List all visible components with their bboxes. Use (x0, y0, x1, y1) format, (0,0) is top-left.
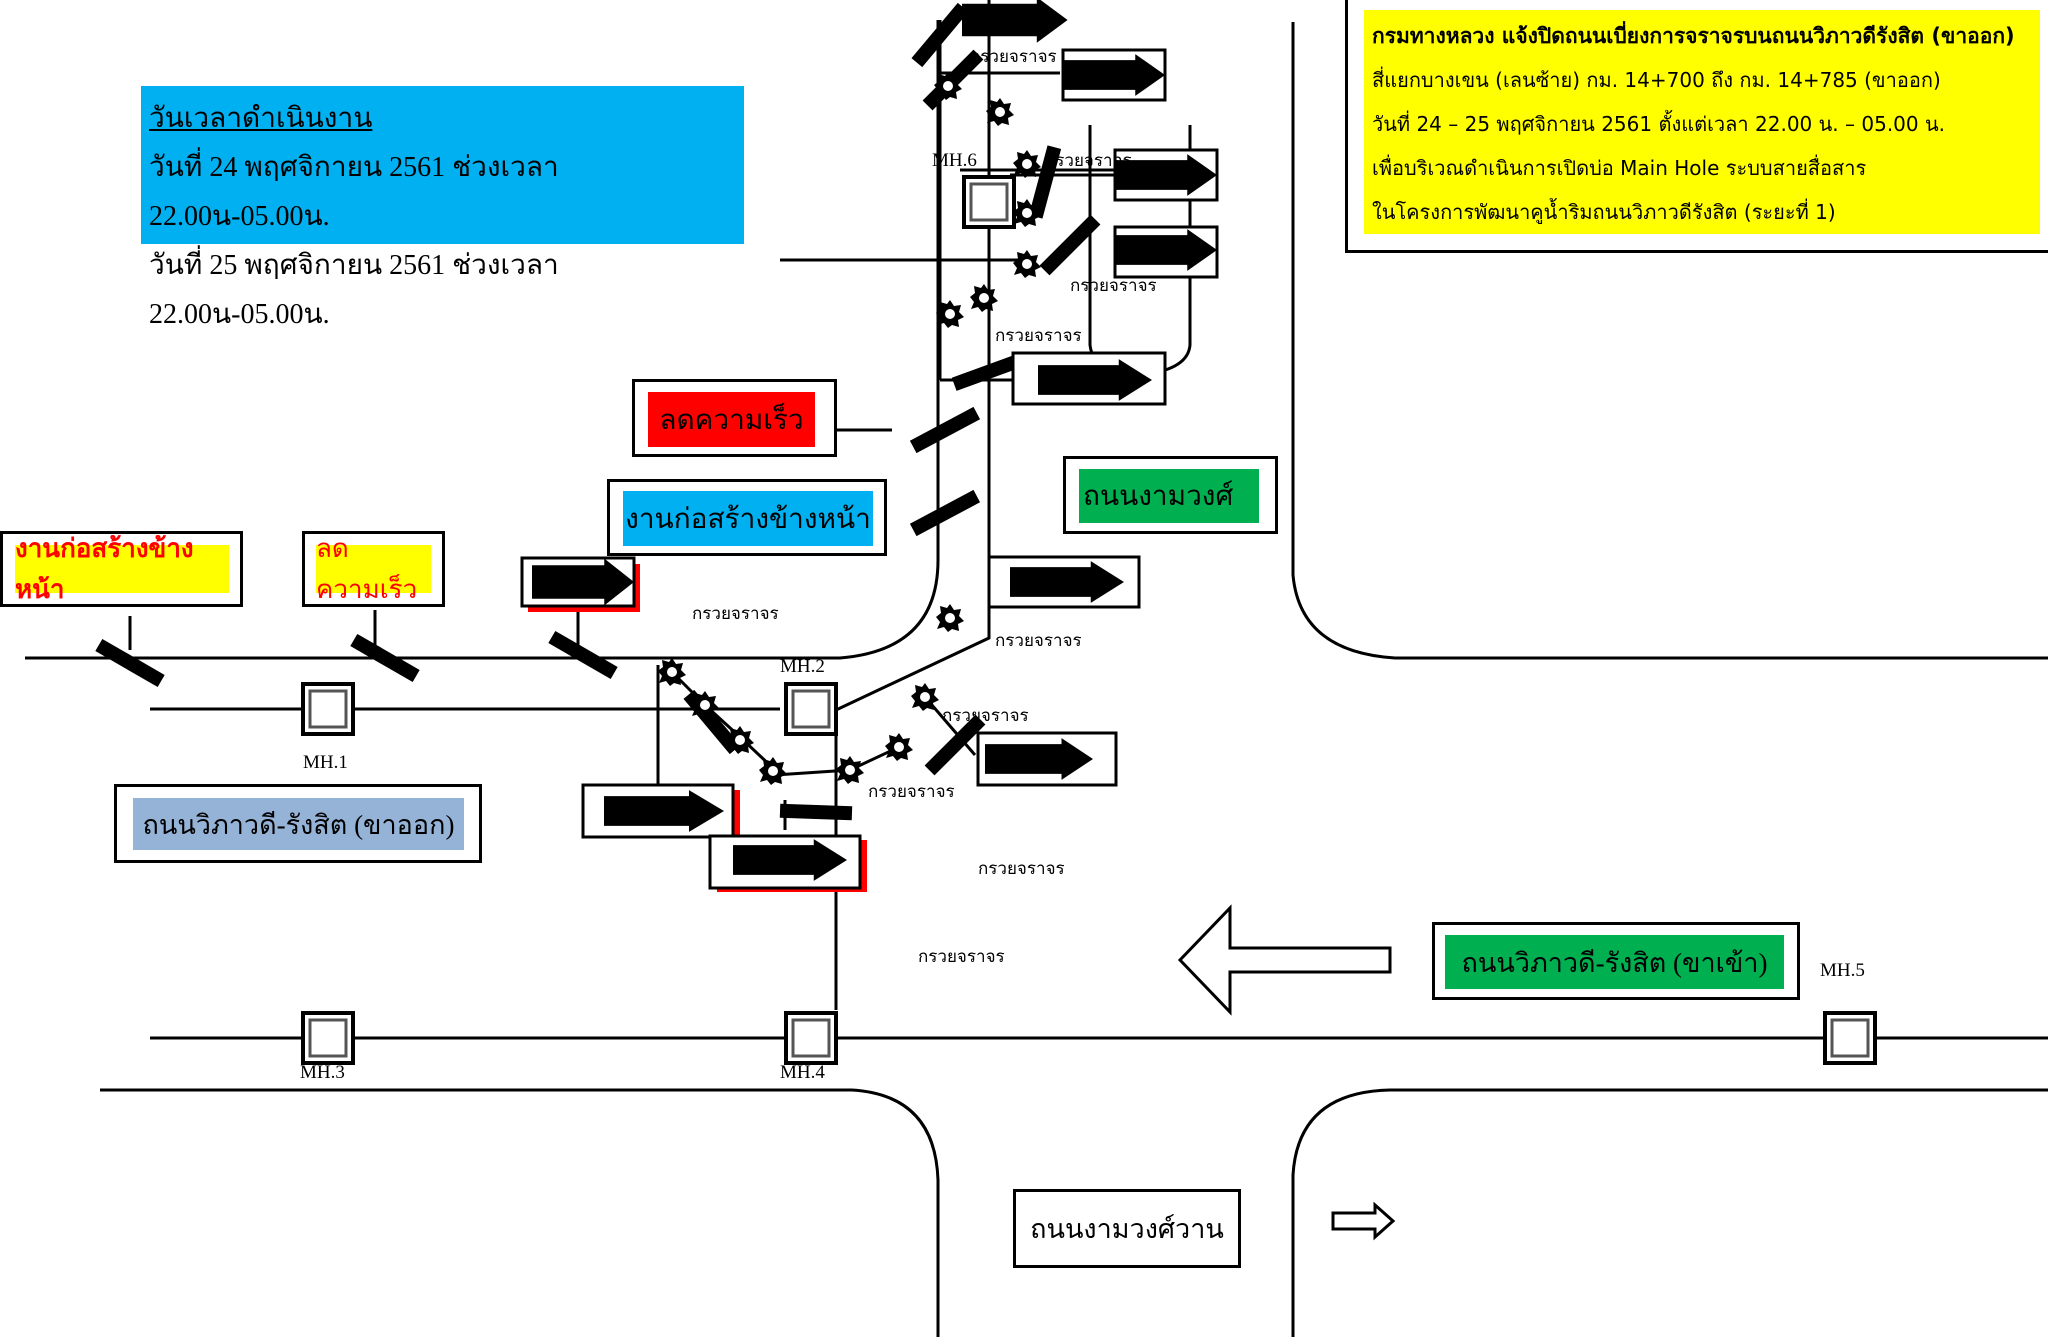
barrier (909, 489, 981, 537)
cone-icon (885, 733, 913, 761)
mh-label: MH.3 (300, 1062, 345, 1083)
bottom-road-lower-edge (100, 1088, 940, 1337)
cone-lane-label: กรวยจราจร (978, 859, 1065, 878)
manhole-mh2 (784, 682, 838, 736)
mh-label: MH.4 (780, 1062, 825, 1083)
sign-slow-down-red-text: ลดความเร็ว (648, 392, 815, 447)
arrow-signs (520, 0, 1219, 892)
manhole-mh5 (1823, 1011, 1877, 1065)
ngamwongwan-right-edge (1291, 22, 2048, 660)
schedule-line: วันที่ 24 พฤศจิกายน 2561 ช่วงเวลา 22.00น… (149, 152, 559, 232)
small-right-arrow-icon (1331, 1201, 1396, 1241)
cone-icon (836, 756, 864, 784)
cone-lane-label: กรวยจราจร (868, 782, 955, 801)
mh-label: MH.6 (932, 150, 977, 171)
sign-construction-ahead-text: งานก่อสร้างข้างหน้า (15, 534, 229, 604)
mh-label: MH.2 (780, 656, 825, 677)
manhole-mh4 (784, 1011, 838, 1065)
sign-slow-down: ลดความเร็ว (302, 531, 445, 607)
cone-icon (970, 284, 998, 312)
cone-lane-label: กรวยจราจร (918, 947, 1005, 966)
label-vibhavadi-outbound: ถนนวิภาวดี-รังสิต (ขาออก) (114, 784, 482, 863)
arrow-right-icon (962, 0, 1068, 43)
bottom-right-edge (1291, 1088, 2048, 1337)
sign-construction-ahead-blue-text: งานก่อสร้างข้างหน้า (623, 491, 873, 546)
manhole-mh1 (301, 682, 355, 736)
label-ngamwongwan-wan: ถนนงามวงศ์วาน (1013, 1189, 1241, 1268)
cone-icon (1013, 250, 1041, 278)
cone-icon (936, 604, 964, 632)
label-ngamwongwan: ถนนงามวงศ์ (1063, 456, 1278, 534)
barrier (548, 630, 618, 680)
notice-line: เพื่อบริเวณดำเนินการเปิดบ่อ Main Hole ระ… (1372, 156, 1867, 180)
sign-construction-ahead: งานก่อสร้างข้างหน้า (0, 531, 243, 607)
notice-box: กรมทางหลวง แจ้งปิดถนนเบี่ยงการจราจรบนถนน… (1345, 0, 2048, 253)
sign-slow-down-text: ลดความเร็ว (316, 534, 431, 604)
outbound-road-top-edge (25, 20, 940, 660)
barrier (909, 406, 981, 454)
label-vibhavadi-inbound-text: ถนนวิภาวดี-รังสิต (ขาเข้า) (1445, 935, 1784, 989)
cone-lane-label: กรวยจราจร (970, 47, 1057, 66)
schedule-title: วันเวลาดำเนินงาน (149, 103, 373, 134)
notice-heading: กรมทางหลวง แจ้งปิดถนนเบี่ยงการจราจรบนถนน… (1372, 24, 2015, 48)
sign-slow-down-red: ลดความเร็ว (632, 379, 837, 457)
mh-label: MH.1 (303, 752, 348, 773)
manhole-mh6 (962, 175, 1016, 229)
notice-line: ในโครงการพัฒนาคูน้ำริมถนนวิภาวดีรังสิต (… (1372, 200, 1836, 224)
notice-line: วันที่ 24 – 25 พฤศจิกายน 2561 ตั้งแต่เวล… (1372, 112, 1946, 136)
schedule-box: วันเวลาดำเนินงาน วันที่ 24 พฤศจิกายน 256… (141, 86, 744, 330)
cone-lane-label: กรวยจราจร (995, 326, 1082, 345)
schedule-line: วันที่ 25 พฤศจิกายน 2561 ช่วงเวลา 22.00น… (149, 250, 559, 330)
barrier (779, 803, 853, 821)
cone-lane-label: กรวยจราจร (692, 604, 779, 623)
label-vibhavadi-outbound-text: ถนนวิภาวดี-รังสิต (ขาออก) (133, 798, 464, 850)
mh-label: MH.5 (1820, 960, 1865, 981)
cone-lane-label: กรวยจราจร (942, 706, 1029, 725)
sign-construction-ahead-blue: งานก่อสร้างข้างหน้า (607, 479, 887, 556)
notice-line: สี่แยกบางเขน (เลนซ้าย) กม. 14+700 ถึง กม… (1372, 68, 1941, 92)
manhole-mh3 (301, 1011, 355, 1065)
cone-lane-label: กรวยจราจร (1070, 276, 1157, 295)
cone-lane-label: กรวยจราจร (1045, 151, 1132, 170)
cone-icon (726, 726, 754, 754)
inbound-direction-arrow-icon (1177, 904, 1392, 1016)
label-ngamwongwan-text: ถนนงามวงศ์ (1079, 469, 1259, 523)
cone-icon (759, 757, 787, 785)
label-vibhavadi-inbound: ถนนวิภาวดี-รังสิต (ขาเข้า) (1432, 922, 1800, 1000)
ngamwongwan-divider (835, 0, 991, 712)
cone-lane-label: กรวยจราจร (995, 631, 1082, 650)
